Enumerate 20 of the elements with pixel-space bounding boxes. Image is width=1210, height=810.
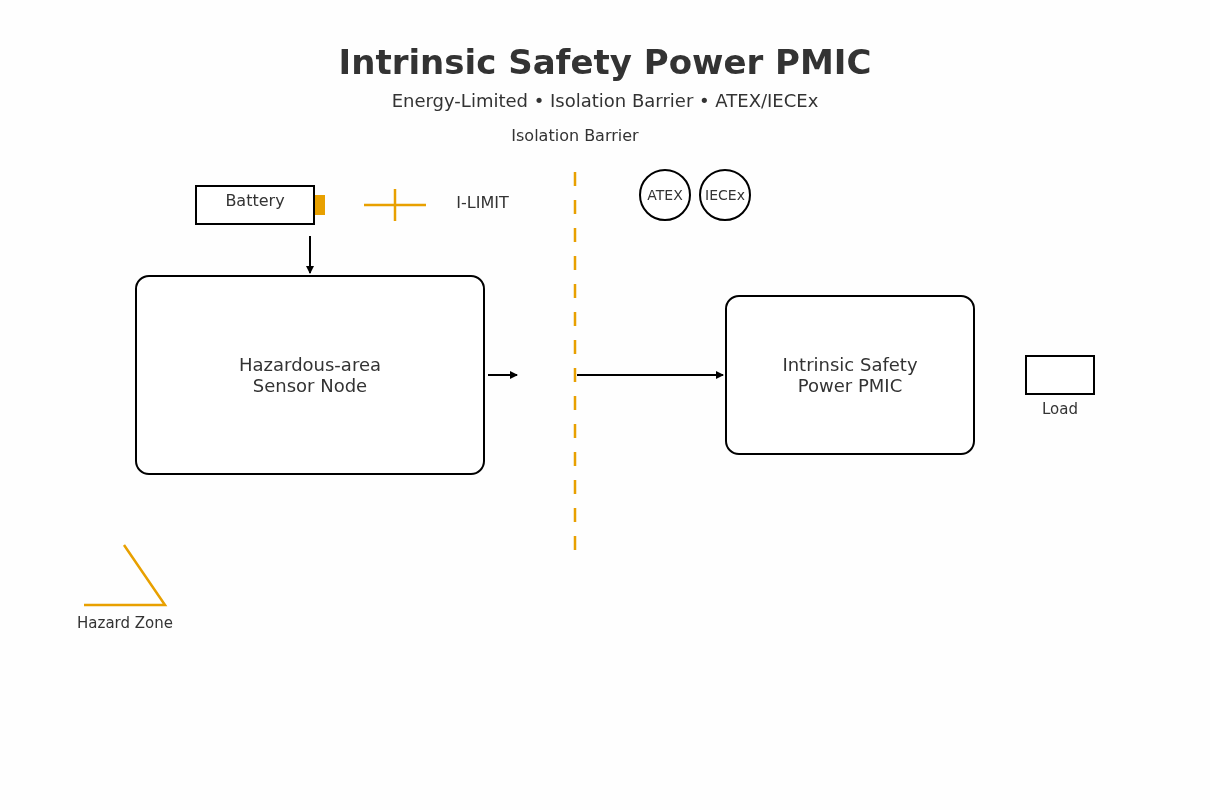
arrow — [576, 371, 724, 379]
certification-circle — [639, 169, 691, 221]
node-label: ATEX — [647, 187, 683, 203]
node-label: Battery — [225, 191, 285, 210]
battery-box — [195, 185, 315, 225]
process-box — [725, 295, 975, 455]
process-box — [135, 275, 485, 475]
node-label: Intrinsic Safety Power PMIC — [781, 354, 919, 396]
subtitle: Energy-Limited • Isolation Barrier • ATEX/IECEx — [390, 90, 820, 111]
zone-label: Hazard Zone — [76, 614, 174, 632]
title: Intrinsic Safety Power PMIC — [337, 42, 873, 82]
certification-circle — [699, 169, 751, 221]
arrow — [306, 235, 314, 274]
arrow — [487, 371, 518, 379]
limiter-label: I-LIMIT — [455, 193, 510, 212]
barrier-label: Isolation Barrier — [510, 126, 640, 145]
node-label: Hazardous-area Sensor Node — [238, 354, 382, 396]
node-caption: Load — [1041, 400, 1079, 418]
node-label: IECEx — [705, 187, 745, 203]
load-box — [1025, 355, 1095, 395]
